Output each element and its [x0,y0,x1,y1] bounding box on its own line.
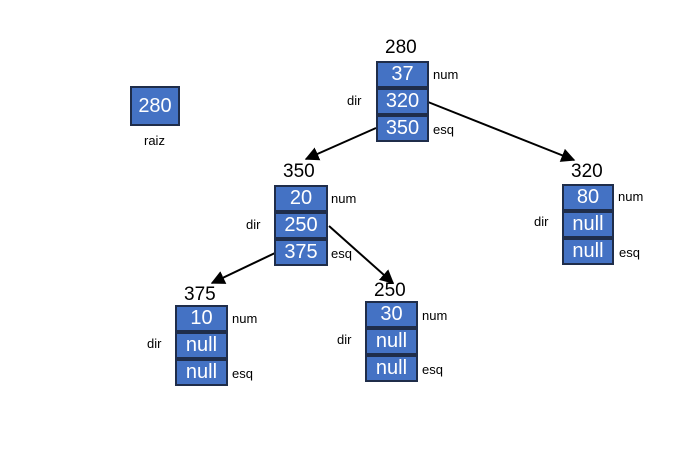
node-250-esq-cell: null [365,355,418,382]
node-280-esq-cell: 350 [376,115,429,142]
node-350-num-cell: 20 [274,185,328,212]
node-320-address: 320 [571,161,603,182]
node-250-dir-label: dir [337,332,352,347]
node-350-num-label: num [331,191,357,206]
node-350-dir-label: dir [246,217,261,232]
node-250-esq-label: esq [422,362,443,377]
node-320-esq-cell: null [562,238,614,265]
link-280-dir-to-320 [427,101,576,162]
node-250-dir-cell: null [365,328,418,355]
node-350-esq-cell: 375 [274,239,328,266]
node-280-dir-cell: 320 [376,88,429,115]
node-320-dir-label: dir [534,214,549,229]
root-pointer-label: raiz [144,133,165,148]
node-320-esq-label: esq [619,245,640,260]
node-375-esq-label: esq [232,366,253,381]
node-280-esq-label: esq [433,122,454,137]
node-350-dir-cell: 250 [274,212,328,239]
node-320-num-label: num [618,189,644,204]
link-350-esq-to-375 [210,252,276,284]
node-250-address: 250 [374,280,406,301]
node-280-dir-label: dir [347,93,362,108]
node-280-num-cell: 37 [376,61,429,88]
node-375-num-label: num [232,311,258,326]
node-320-num-cell: 80 [562,184,614,211]
node-350-address: 350 [283,161,315,182]
link-350-dir-to-250 [328,225,395,284]
node-375-dir-cell: null [175,332,228,359]
node-280-address: 280 [385,37,417,58]
node-250-num-label: num [422,308,448,323]
node-375-address: 375 [184,284,216,305]
node-280-num-label: num [433,67,459,82]
node-375-dir-label: dir [147,336,162,351]
node-375-esq-cell: null [175,359,228,386]
node-375-num-cell: 10 [175,305,228,332]
node-350-esq-label: esq [331,246,352,261]
node-250-num-cell: 30 [365,301,418,328]
node-320-dir-cell: null [562,211,614,238]
root-pointer-box: 280 [130,86,180,126]
link-280-esq-to-350 [304,127,377,161]
